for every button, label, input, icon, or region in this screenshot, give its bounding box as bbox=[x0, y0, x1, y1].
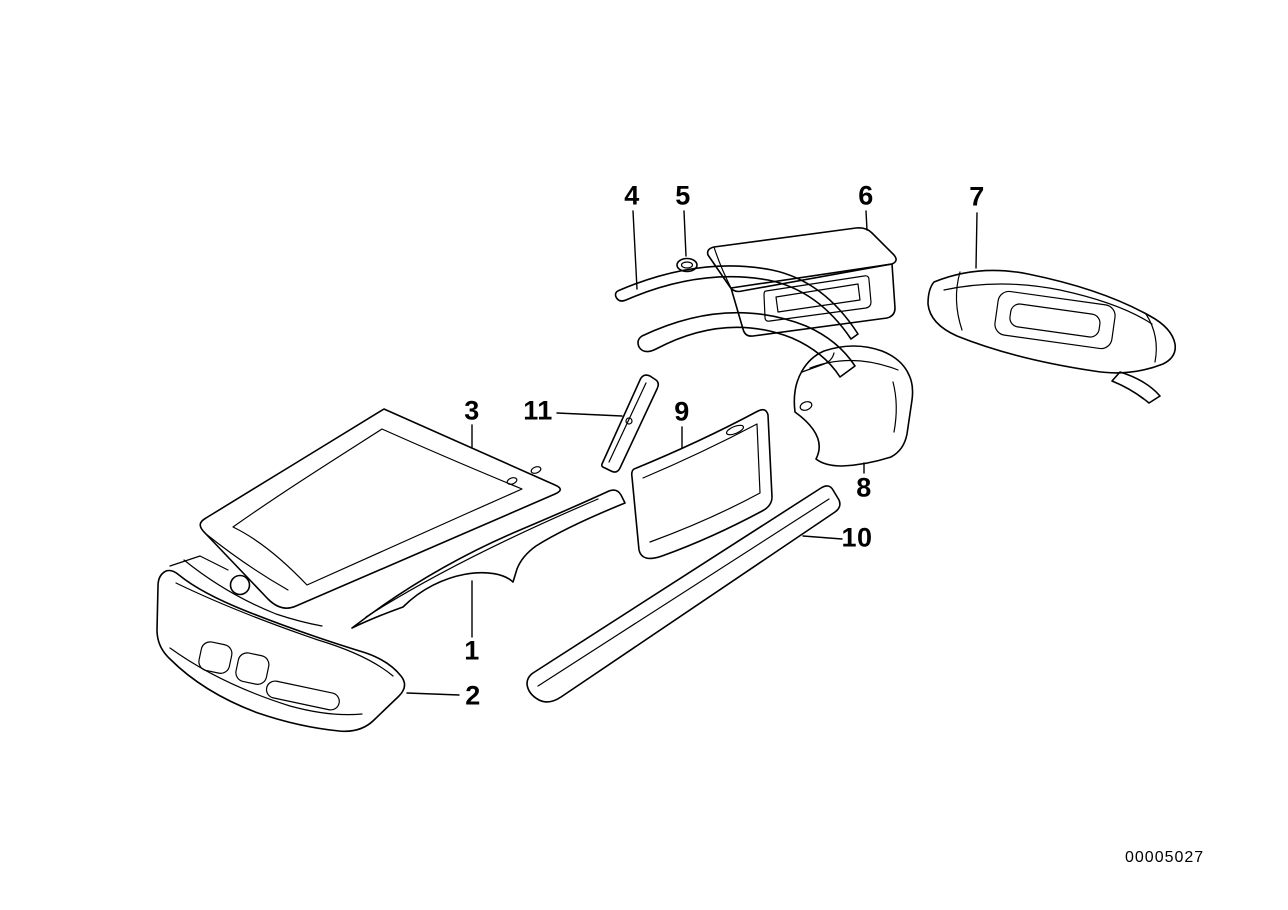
nose-crease-lower bbox=[183, 559, 323, 627]
rocker-panel-side-skirt bbox=[526, 485, 841, 703]
callout-1[interactable]: 1 bbox=[464, 635, 480, 666]
roof-trim-strip bbox=[614, 265, 859, 378]
leader-lines bbox=[406, 210, 978, 696]
trunk-lid-edge-line bbox=[713, 246, 732, 289]
quarter-panel-window-corner bbox=[801, 352, 835, 373]
quarter-panel-top-line bbox=[809, 359, 899, 371]
license-recess-inner bbox=[1009, 303, 1101, 338]
rear-quarter-panel-outline bbox=[793, 345, 914, 467]
trunk-lid-recess-inner bbox=[775, 283, 861, 313]
callout-3[interactable]: 3 bbox=[464, 395, 480, 426]
door-handle bbox=[725, 424, 745, 436]
roof-molding-lower bbox=[637, 311, 856, 378]
rear-bumper-top-line bbox=[943, 283, 1153, 325]
headlight-seam bbox=[169, 555, 229, 571]
leader-line-11 bbox=[556, 412, 623, 417]
trunk-lid-recess bbox=[763, 275, 872, 322]
b-pillar-trim-edge bbox=[608, 382, 647, 463]
front-fender-crease bbox=[365, 498, 599, 618]
front-bumper-outline bbox=[156, 569, 406, 733]
trunk-lid-front-face bbox=[730, 263, 896, 337]
leader-line-2 bbox=[406, 692, 460, 696]
grommet bbox=[676, 257, 698, 273]
callout-4[interactable]: 4 bbox=[624, 180, 640, 211]
callout-2[interactable]: 2 bbox=[465, 680, 481, 711]
front-bumper-top-line bbox=[175, 582, 394, 677]
side-skirt-fold-line bbox=[537, 498, 830, 687]
hood-outline bbox=[199, 408, 562, 609]
rear-bumper-right-cap bbox=[1145, 313, 1157, 363]
front-bumper bbox=[156, 569, 406, 733]
front-fender bbox=[351, 489, 626, 629]
roof-trim-strip-outline bbox=[614, 265, 859, 340]
b-pillar-trim bbox=[601, 374, 660, 473]
door-inner-line bbox=[642, 423, 761, 543]
door-outline bbox=[630, 408, 773, 560]
front-bumper-lip-line bbox=[169, 647, 363, 716]
rear-bumper-outline bbox=[927, 269, 1177, 374]
door bbox=[630, 408, 773, 560]
rear-quarter-panel bbox=[793, 345, 914, 467]
grommet-inner bbox=[680, 261, 694, 269]
washer-nozzle-right bbox=[530, 466, 542, 474]
kidney-grille-right bbox=[235, 652, 270, 685]
leader-line-7 bbox=[975, 212, 978, 269]
callout-11[interactable]: 11 bbox=[523, 395, 553, 426]
leader-line-6 bbox=[865, 210, 868, 231]
front-nose-panel bbox=[169, 533, 323, 627]
side-skirt-outline bbox=[526, 485, 841, 703]
trunk-lid-top-face bbox=[706, 227, 897, 293]
callout-7[interactable]: 7 bbox=[969, 181, 985, 212]
leader-line-5 bbox=[683, 210, 687, 257]
bumper-air-slot bbox=[265, 680, 340, 711]
hood-inner-line bbox=[232, 428, 523, 586]
callout-9[interactable]: 9 bbox=[674, 396, 690, 427]
washer-nozzle-left bbox=[506, 477, 518, 485]
kidney-grille-left bbox=[198, 641, 233, 674]
callout-8[interactable]: 8 bbox=[856, 472, 872, 503]
grommet-outline bbox=[676, 257, 698, 273]
callout-5[interactable]: 5 bbox=[675, 180, 691, 211]
callout-6[interactable]: 6 bbox=[858, 180, 874, 211]
hood bbox=[199, 408, 562, 609]
leader-line-10 bbox=[802, 535, 843, 540]
b-pillar-trim-hole bbox=[625, 417, 633, 425]
nose-crease-upper bbox=[205, 533, 289, 591]
callout-10[interactable]: 10 bbox=[841, 522, 873, 553]
quarter-panel-crease bbox=[892, 381, 897, 433]
rear-bumper-end-flap bbox=[1111, 371, 1161, 404]
quarter-panel-oval-detail bbox=[799, 401, 813, 411]
leader-line-4 bbox=[632, 210, 638, 290]
front-fender-outline bbox=[351, 489, 626, 629]
rear-bumper bbox=[927, 269, 1177, 404]
license-recess bbox=[994, 290, 1116, 350]
b-pillar-trim-outline bbox=[601, 374, 660, 473]
roundel-badge bbox=[229, 574, 251, 596]
trunk-lid bbox=[706, 227, 897, 337]
diagram-number: 00005027 bbox=[1125, 849, 1205, 866]
rear-bumper-left-cap bbox=[955, 271, 963, 331]
